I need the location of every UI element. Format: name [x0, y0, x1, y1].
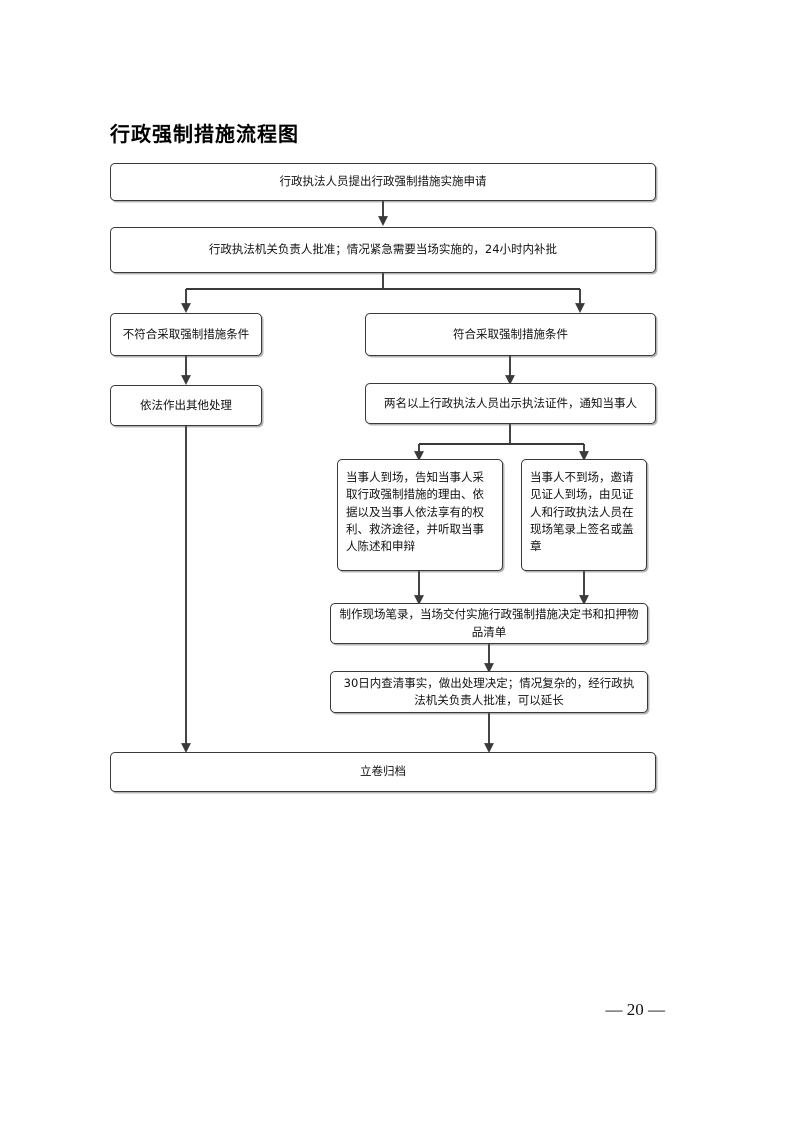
flow-node-party-present[interactable]: 当事人到场，告知当事人采取行政强制措施的理由、依据以及当事人依法享有的权利、救济…	[337, 459, 503, 571]
flow-node-archive[interactable]: 立卷归档	[110, 752, 656, 792]
flow-node-label: 行政执法人员提出行政强制措施实施申请	[279, 174, 487, 189]
flow-node-label: 制作现场笔录，当场交付实施行政强制措施决定书和扣押物品清单	[339, 607, 639, 639]
flow-node-other-handling[interactable]: 依法作出其他处理	[110, 385, 262, 426]
flow-node-label: 依法作出其他处理	[140, 397, 232, 412]
flow-node-qualified[interactable]: 符合采取强制措施条件	[365, 313, 656, 356]
flow-node-show-credentials[interactable]: 两名以上行政执法人员出示执法证件，通知当事人	[365, 383, 656, 424]
flow-node-label: 不符合采取强制措施条件	[122, 326, 250, 341]
flow-node-label: 两名以上行政执法人员出示执法证件，通知当事人	[384, 395, 637, 410]
flow-node-site-record[interactable]: 制作现场笔录，当场交付实施行政强制措施决定书和扣押物品清单	[330, 603, 648, 644]
flow-node-label: 行政执法机关负责人批准；情况紧急需要当场实施的，24小时内补批	[208, 242, 558, 257]
flow-node-label: 当事人到场，告知当事人采取行政强制措施的理由、依据以及当事人依法享有的权利、救济…	[346, 470, 484, 553]
flow-node-label: 当事人不到场，邀请见证人到场，由见证人和行政执法人员在现场笔录上签名或盖章	[530, 470, 634, 553]
page-title: 行政强制措施流程图	[110, 122, 299, 146]
flow-node-party-absent[interactable]: 当事人不到场，邀请见证人到场，由见证人和行政执法人员在现场笔录上签名或盖章	[521, 459, 647, 571]
flow-node-approval[interactable]: 行政执法机关负责人批准；情况紧急需要当场实施的，24小时内补批	[110, 227, 656, 273]
page-number-value: — 20 —	[605, 1000, 666, 1019]
flow-node-thirty-days[interactable]: 30日内查清事实，做出处理决定；情况复杂的，经行政执法机关负责人批准，可以延长	[330, 671, 648, 713]
flow-node-label: 30日内查清事实，做出处理决定；情况复杂的，经行政执法机关负责人批准，可以延长	[343, 675, 635, 707]
flow-node-label: 立卷归档	[360, 764, 406, 779]
flow-node-apply[interactable]: 行政执法人员提出行政强制措施实施申请	[110, 163, 656, 201]
flow-node-label: 符合采取强制措施条件	[453, 326, 568, 341]
flow-node-not-qualified[interactable]: 不符合采取强制措施条件	[110, 313, 262, 356]
